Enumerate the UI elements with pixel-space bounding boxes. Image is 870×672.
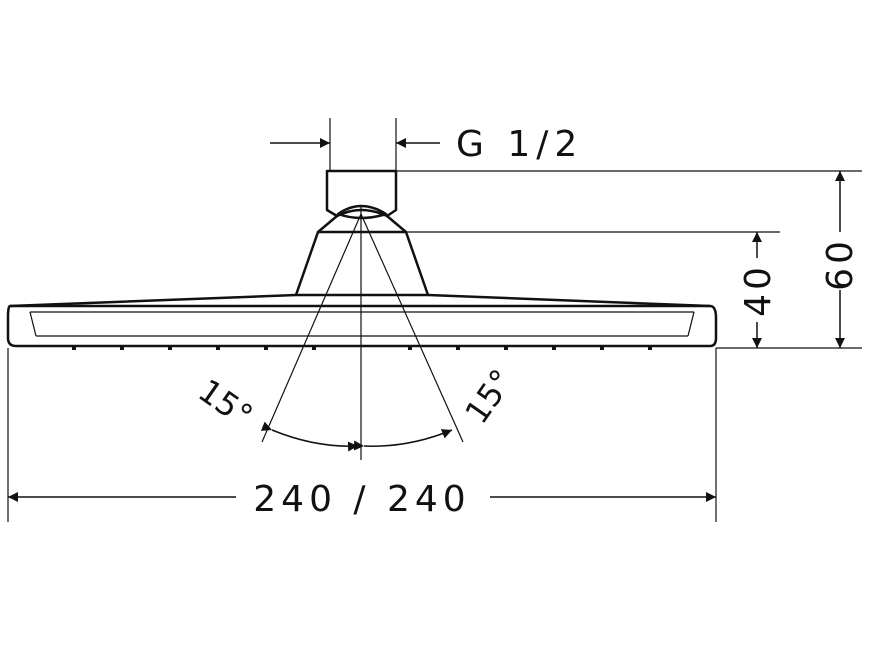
- plate-inner-line: [30, 311, 694, 337]
- nozzle-row: [72, 346, 652, 350]
- connector-nut: [325, 169, 398, 218]
- shower-neck: [294, 215, 430, 297]
- angle-arc-right: [353, 429, 453, 451]
- thread-label: G 1/2: [456, 124, 583, 165]
- height-partial-label: 40: [738, 263, 779, 317]
- angle-arcs: [260, 421, 453, 452]
- shower-plate-top: [9, 293, 711, 308]
- width-label: 240 / 240: [253, 479, 470, 520]
- shower-plate: [6, 304, 718, 348]
- angle-arc-left: [260, 421, 359, 452]
- angle-left-label: 15°: [191, 371, 259, 435]
- angle-ray-left: [261, 213, 362, 443]
- shower-head-outline: [6, 169, 718, 348]
- angle-ray-right: [360, 213, 464, 443]
- construction-lines: [7, 118, 862, 522]
- angle-right-label: 15°: [457, 362, 521, 430]
- plate-end-left: [29, 311, 37, 337]
- connector-ball: [336, 204, 388, 220]
- plate-end-right: [687, 311, 695, 337]
- height-total-label: 60: [820, 237, 861, 291]
